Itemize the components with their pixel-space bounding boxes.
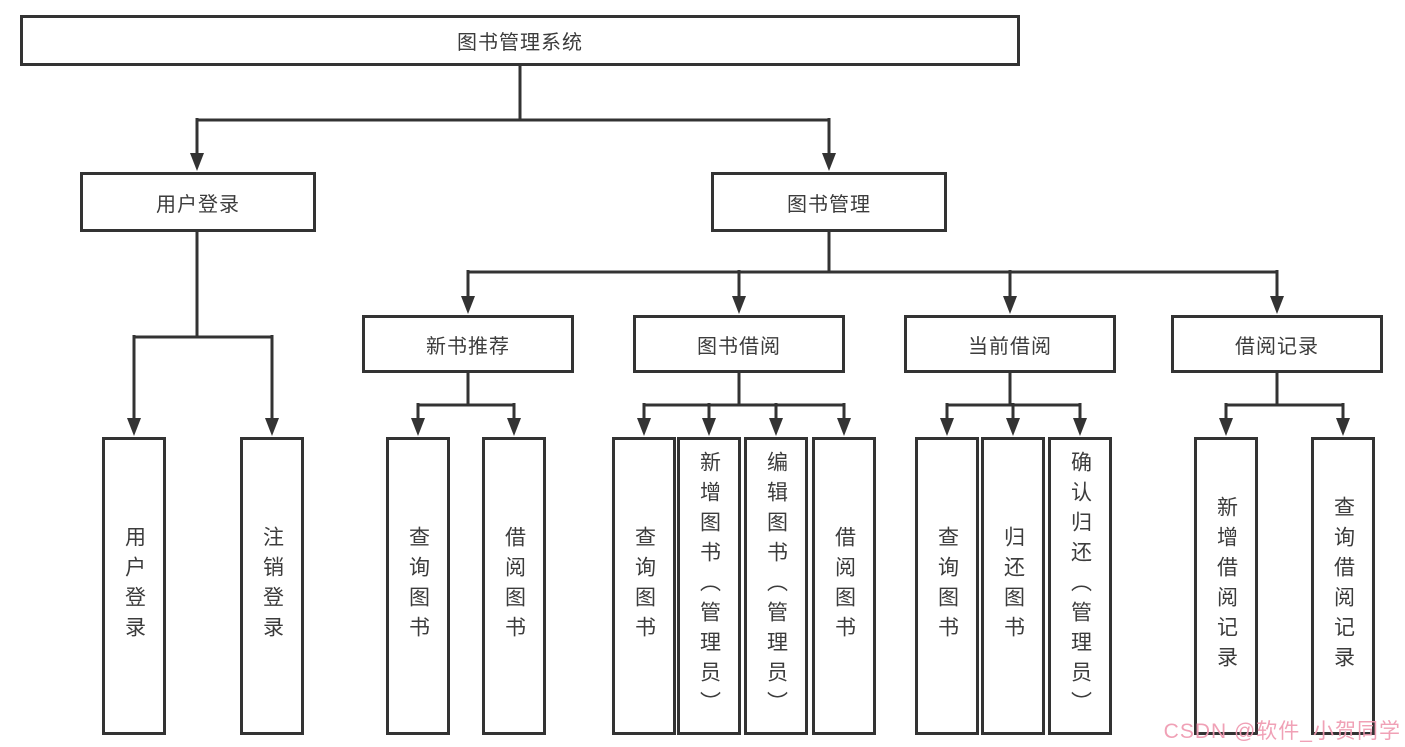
leaf-query-borrow-record: 查询借阅记录 (1311, 437, 1375, 735)
leaf-confirm-return-admin: 确认归还（管理员） (1048, 437, 1112, 735)
node-current-borrow: 当前借阅 (904, 315, 1116, 373)
node-label: 用户登录 (122, 526, 146, 646)
node-label: 用户登录 (156, 193, 240, 216)
leaf-recommend-borrow-books: 借阅图书 (482, 437, 546, 735)
leaf-borrow-query-books: 查询图书 (612, 437, 676, 735)
node-label: 新增图书（管理员） (697, 451, 721, 721)
leaf-return-books: 归还图书 (981, 437, 1045, 735)
node-label: 查询图书 (632, 526, 656, 646)
leaf-edit-books-admin: 编辑图书（管理员） (744, 437, 808, 735)
node-root-library-system: 图书管理系统 (20, 15, 1020, 66)
arrowheads (127, 153, 1350, 436)
node-label: 当前借阅 (968, 335, 1052, 358)
node-label: 图书管理系统 (457, 32, 583, 54)
node-borrow-records: 借阅记录 (1171, 315, 1383, 373)
node-label: 查询图书 (406, 526, 430, 646)
node-label: 借阅记录 (1235, 335, 1319, 358)
node-label: 编辑图书（管理员） (764, 451, 788, 721)
leaf-borrow-books: 借阅图书 (812, 437, 876, 735)
node-label: 确认归还（管理员） (1068, 451, 1092, 721)
node-label: 借阅图书 (502, 526, 526, 646)
node-label: 新书推荐 (426, 335, 510, 358)
node-label: 图书管理 (787, 193, 871, 216)
node-book-management: 图书管理 (711, 172, 947, 232)
leaf-add-books-admin: 新增图书（管理员） (677, 437, 741, 735)
node-label: 图书借阅 (697, 335, 781, 358)
node-label: 新增借阅记录 (1214, 496, 1238, 676)
node-new-book-recommend: 新书推荐 (362, 315, 574, 373)
leaf-add-borrow-record: 新增借阅记录 (1194, 437, 1258, 735)
node-label: 注销登录 (260, 526, 284, 646)
leaf-current-query-books: 查询图书 (915, 437, 979, 735)
node-label: 借阅图书 (832, 526, 856, 646)
node-book-borrow: 图书借阅 (633, 315, 845, 373)
node-label: 查询借阅记录 (1331, 496, 1355, 676)
node-user-login: 用户登录 (80, 172, 316, 232)
leaf-recommend-query-books: 查询图书 (386, 437, 450, 735)
node-label: 查询图书 (935, 526, 959, 646)
leaf-logout: 注销登录 (240, 437, 304, 735)
node-label: 归还图书 (1001, 526, 1025, 646)
csdn-watermark: CSDN @软件_小贺同学 (1163, 720, 1401, 743)
leaf-user-login: 用户登录 (102, 437, 166, 735)
